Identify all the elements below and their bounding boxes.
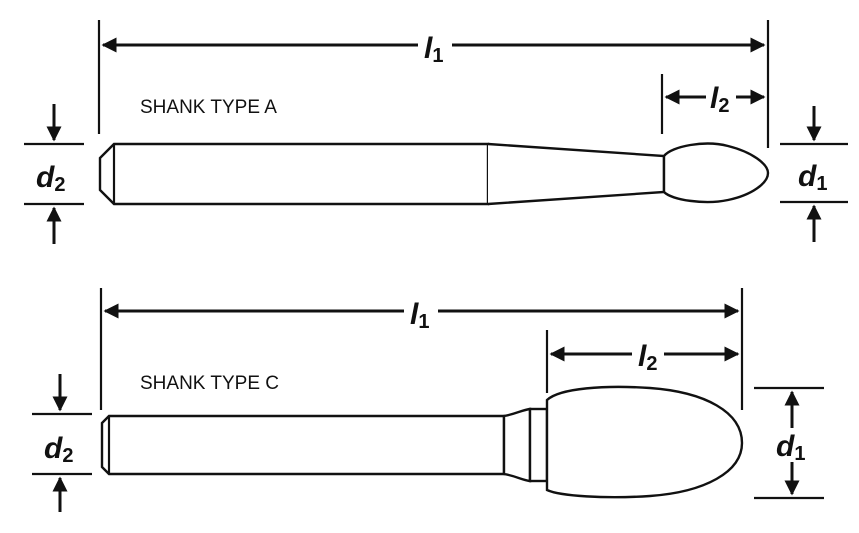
shank-c-oval-head xyxy=(545,385,744,499)
shank-type-a-caption: SHANK TYPE A xyxy=(140,97,277,118)
shank-a-cylinder xyxy=(98,142,490,206)
l1-label: l1 xyxy=(424,32,443,67)
shank-a-oval-head xyxy=(662,142,770,204)
l2-c-label: l2 xyxy=(638,340,657,375)
shank-c-collar xyxy=(528,407,549,483)
shank-c-cylinder xyxy=(100,414,506,476)
l1-c-label: l1 xyxy=(410,298,429,333)
shank-type-c-caption: SHANK TYPE C xyxy=(140,373,279,394)
shank-type-c-drawing: l1 l2 SHANK TYPE C d2 d1 xyxy=(32,288,824,512)
d1-c-label: d1 xyxy=(776,430,805,465)
shank-type-a-drawing: l1 l2 SHANK TYPE A d2 d1 xyxy=(24,20,848,244)
d1-a-label: d1 xyxy=(798,160,827,195)
shank-c-neck-fillet xyxy=(502,407,532,483)
shank-a-taper-neck xyxy=(487,142,666,206)
d2-a-label: d2 xyxy=(36,161,65,196)
d2-c-label: d2 xyxy=(44,432,73,467)
l2-label: l2 xyxy=(710,82,729,117)
